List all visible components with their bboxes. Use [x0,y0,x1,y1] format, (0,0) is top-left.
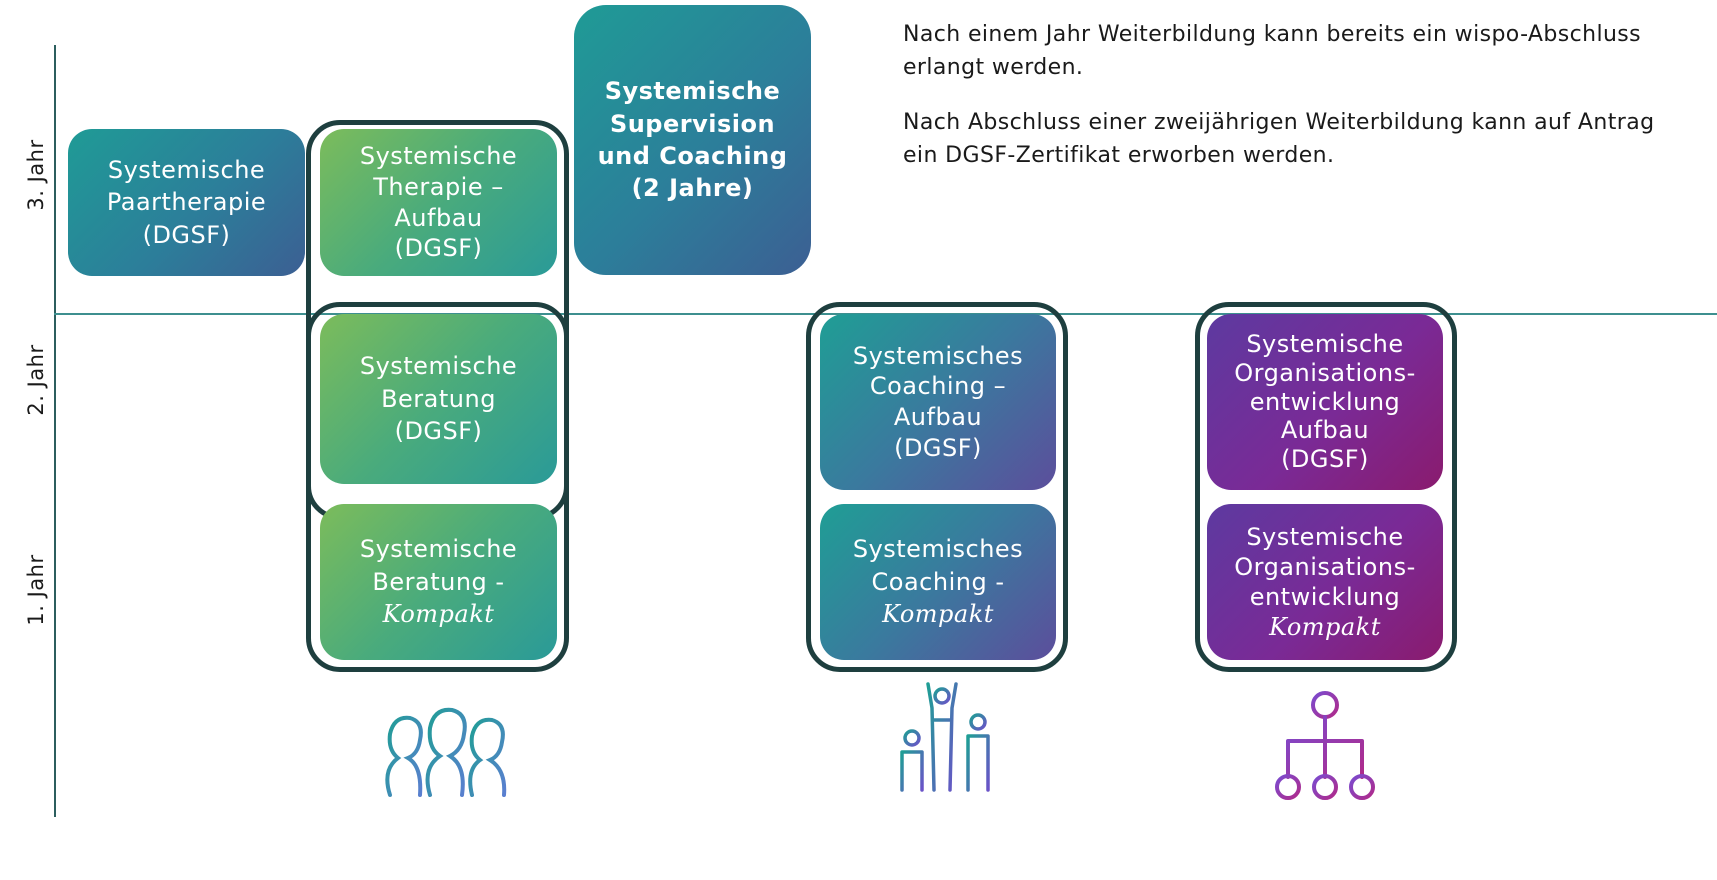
box-line: Organisations- [1234,358,1416,387]
box-line: (DGSF) [1281,445,1369,474]
box-line: Systemische [359,352,518,381]
box-line: Systemische [107,155,266,184]
box-therapie-aufbau: Systemische Therapie – Aufbau (DGSF) [320,129,557,276]
box-paartherapie: Systemische Paartherapie (DGSF) [68,129,305,276]
box-line-italic: Kompakt [882,600,994,629]
box-line-italic: Kompakt [1269,613,1381,641]
box-line: Aufbau [893,403,983,431]
box-beratung-kompakt: Systemische Beratung - Kompakt [320,504,557,660]
coaching-podium-icon [886,682,1000,792]
box-line: Organisations- [1234,553,1416,581]
box-line: und Coaching [597,142,788,170]
box-organisation-aufbau: Systemische Organisations- entwicklung A… [1207,314,1443,490]
people-group-icon [385,707,507,797]
box-coaching-kompakt: Systemisches Coaching - Kompakt [820,504,1056,660]
box-line: (DGSF) [394,417,483,446]
vertical-axis [54,45,56,817]
box-line: (DGSF) [394,234,483,263]
box-line: Supervision [609,109,776,138]
organisation-track-frame [1195,302,1457,672]
box-line: entwicklung [1249,387,1401,416]
box-line: entwicklung [1249,583,1401,611]
box-line: Beratung [381,384,496,413]
box-line: Aufbau [1280,416,1370,445]
box-line: Systemische [359,535,518,564]
box-line: Systemische [604,77,781,106]
box-line: (DGSF) [894,433,982,462]
info-text: Nach einem Jahr Weiterbildung kann berei… [903,18,1693,194]
box-coaching-aufbau: Systemisches Coaching – Aufbau (DGSF) [820,314,1056,490]
box-line: Therapie – [373,172,504,201]
box-line: Beratung - [372,567,505,596]
info-paragraph-1: Nach einem Jahr Weiterbildung kann berei… [903,22,1642,80]
box-line-italic: Kompakt [382,600,495,629]
box-beratung: Systemische Beratung (DGSF) [320,314,557,484]
box-line: Systemische [1246,330,1404,358]
org-chart-icon [1275,691,1375,800]
box-line: (2 Jahre) [631,174,754,203]
info-paragraph-2: Nach Abschluss einer zweijährigen Weiter… [903,110,1655,168]
box-line: Coaching - [871,567,1005,596]
box-line: Aufbau [394,203,483,232]
box-line: Systemische [1246,523,1404,551]
box-line: Systemische [359,142,518,171]
box-organisation-kompakt: Systemische Organisations- entwicklung K… [1207,504,1443,660]
box-line: (DGSF) [142,220,231,249]
box-line: Systemisches [852,341,1024,370]
box-line: Coaching – [869,372,1007,401]
box-line: Systemisches [852,535,1024,564]
coaching-track-frame [806,302,1068,672]
box-line: Paartherapie [106,188,267,217]
beratung-track-frame [306,302,569,672]
box-supervision-coaching: Systemische Supervision und Coaching (2 … [574,5,811,275]
